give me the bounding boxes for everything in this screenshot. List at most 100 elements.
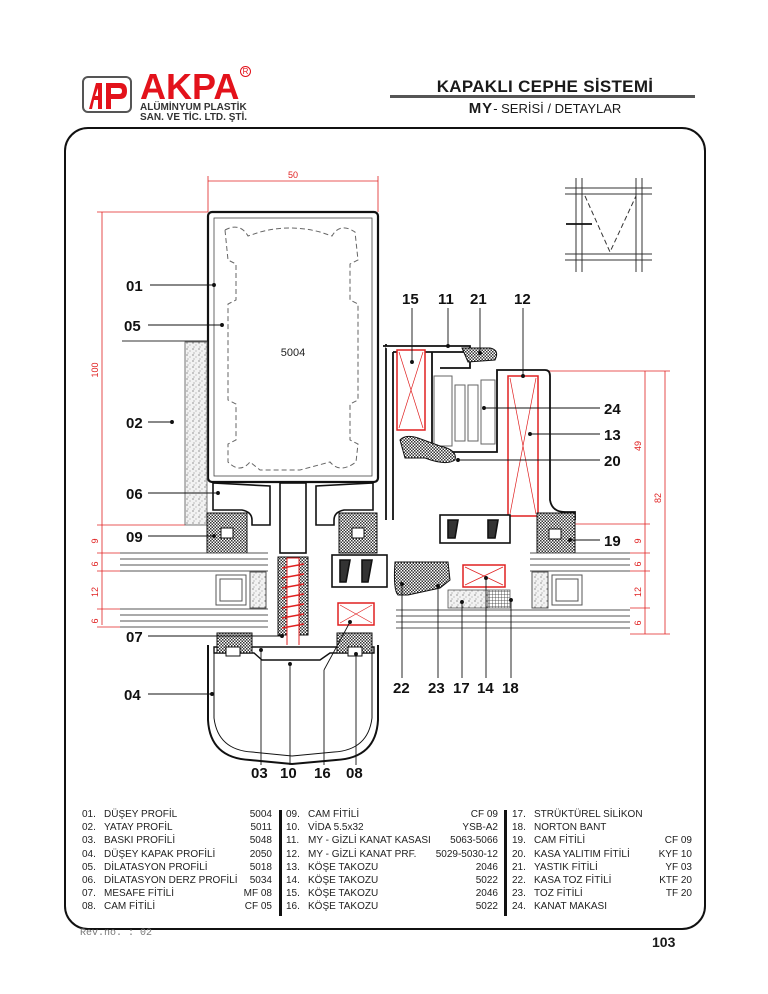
cushion-gasket-21: [461, 347, 498, 363]
legend-item-code: 2050: [249, 848, 272, 860]
legend-item-number: 18.: [512, 822, 526, 834]
callout-18: 18: [502, 680, 519, 697]
legend-item-name: VİDA 5.5x32: [308, 822, 364, 834]
dim-width-50: 50: [288, 170, 298, 180]
cover-cap-profile: [207, 632, 379, 766]
legend-item-code: 5022: [475, 875, 498, 887]
company-logo: [82, 76, 132, 113]
legend-item-code: 2046: [475, 861, 498, 873]
legend-item-name: TOZ FİTİLİ: [534, 888, 583, 900]
legend-item-number: 12.: [286, 848, 300, 860]
legend-item-name: BASKI PROFİLİ: [104, 835, 176, 847]
dim-right-9: 9: [633, 538, 643, 543]
callout-13: 13: [604, 427, 621, 444]
legend-item-name: KASA YALITIM FİTİLİ: [534, 848, 630, 860]
callout-04: 04: [124, 687, 141, 704]
legend-item-number: 24.: [512, 901, 526, 913]
legend-item-number: 07.: [82, 888, 96, 900]
callout-24: 24: [604, 401, 621, 418]
legend-item-code: YF 03: [665, 861, 692, 873]
dim-right-49: 49: [633, 441, 643, 451]
legend-divider-2: [504, 810, 507, 916]
callout-23: 23: [428, 680, 445, 697]
legend-item-name: DÜŞEY KAPAK PROFİLİ: [104, 848, 216, 860]
legend-item-number: 23.: [512, 888, 526, 900]
title-divider: [390, 95, 695, 98]
legend-row: 10. VİDA 5.5x32 YSB-A2: [286, 821, 498, 834]
legend-row: 20. KASA YALITIM FİTİLİ KYF 10: [512, 848, 692, 861]
dim-left-6b: 6: [90, 618, 100, 623]
legend-row: 23. TOZ FİTİLİ TF 20: [512, 887, 692, 900]
legend-item-number: 04.: [82, 848, 96, 860]
legend-item-name: DİLATASYON PROFİLİ: [104, 861, 208, 873]
legend-item-code: TF 20: [665, 888, 692, 900]
subtitle-text: - SERİSİ / DETAYLAR: [493, 101, 622, 116]
profile-code-label: 5004: [281, 347, 305, 359]
legend-item-code: YSB-A2: [462, 822, 498, 834]
legend-item-code: 2046: [475, 888, 498, 900]
legend-item-code: 5029-5030-12: [435, 848, 498, 860]
callout-15: 15: [402, 291, 419, 308]
legend-item-name: KÖŞE TAKOZU: [308, 875, 379, 887]
transom-insulation: [184, 341, 208, 526]
dust-gaskets-22-23: [393, 561, 451, 596]
legend-row: 18.NORTON BANT: [512, 821, 692, 834]
legend-item-number: 06.: [82, 875, 96, 887]
legend-row: 07. MESAFE FİTİLİ MF 08: [82, 887, 272, 900]
brand-name: AKPA: [140, 66, 240, 107]
leader-lines: [148, 283, 600, 765]
legend-item-name: MESAFE FİTİLİ: [104, 888, 175, 900]
legend-row: 15. KÖŞE TAKOZU 2046: [286, 887, 498, 900]
norton-tape-18: [487, 589, 511, 609]
legend-item-name: KÖŞE TAKOZU: [308, 861, 379, 873]
legend-item-name: CAM FİTİLİ: [104, 901, 156, 913]
legend-item-code: MF 08: [243, 888, 272, 900]
elevation-key-icon: [565, 178, 652, 272]
callout-03: 03: [251, 765, 268, 782]
legend-item-code: 5011: [250, 822, 272, 834]
friction-stay-24: [433, 375, 496, 447]
structural-silicone-17: [447, 589, 489, 609]
legend-item-number: 10.: [286, 822, 300, 834]
callout-10: 10: [280, 765, 297, 782]
legend-item-name: DÜŞEY PROFİL: [104, 809, 178, 820]
legend-item-number: 08.: [82, 901, 96, 913]
callout-20: 20: [604, 453, 621, 470]
dim-right-82: 82: [653, 493, 663, 503]
dim-left-6a: 6: [90, 561, 100, 566]
legend-item-code: 5004: [249, 809, 272, 820]
legend-item-number: 05.: [82, 861, 96, 873]
legend-divider-1: [279, 810, 282, 916]
legend-item-code: 5063-5066: [450, 835, 498, 847]
callout-02: 02: [126, 415, 143, 432]
legend-item-number: 20.: [512, 848, 526, 860]
callout-08: 08: [346, 765, 363, 782]
legend-item-name: KASA TOZ FİTİLİ: [534, 875, 612, 887]
legend-item-code: 5022: [475, 901, 498, 913]
legend-item-code: 5048: [249, 835, 272, 847]
company-line-2: SAN. VE TİC. LTD. ŞTİ.: [140, 112, 248, 123]
dim-height-100: 100: [90, 362, 100, 377]
mullion-profile: 5004: [206, 210, 380, 484]
legend-item-number: 02.: [82, 822, 96, 834]
dim-left-9: 9: [90, 538, 100, 543]
legend-row: 12.MY - GİZLİ KANAT PRF.5029-5030-12: [286, 848, 498, 861]
legend-item-name: DİLATASYON DERZ PROFİLİ: [104, 875, 238, 887]
ap-logo-icon: [89, 83, 127, 109]
legend-item-name: KÖŞE TAKOZU: [308, 888, 379, 900]
legend-item-number: 03.: [82, 835, 96, 847]
dim-left-12: 12: [90, 587, 100, 597]
legend-item-name: YASTIK FİTİLİ: [534, 861, 598, 873]
legend-item-number: 15.: [286, 888, 300, 900]
legend-item-code: KYF 10: [658, 848, 692, 860]
callout-05: 05: [124, 318, 141, 335]
